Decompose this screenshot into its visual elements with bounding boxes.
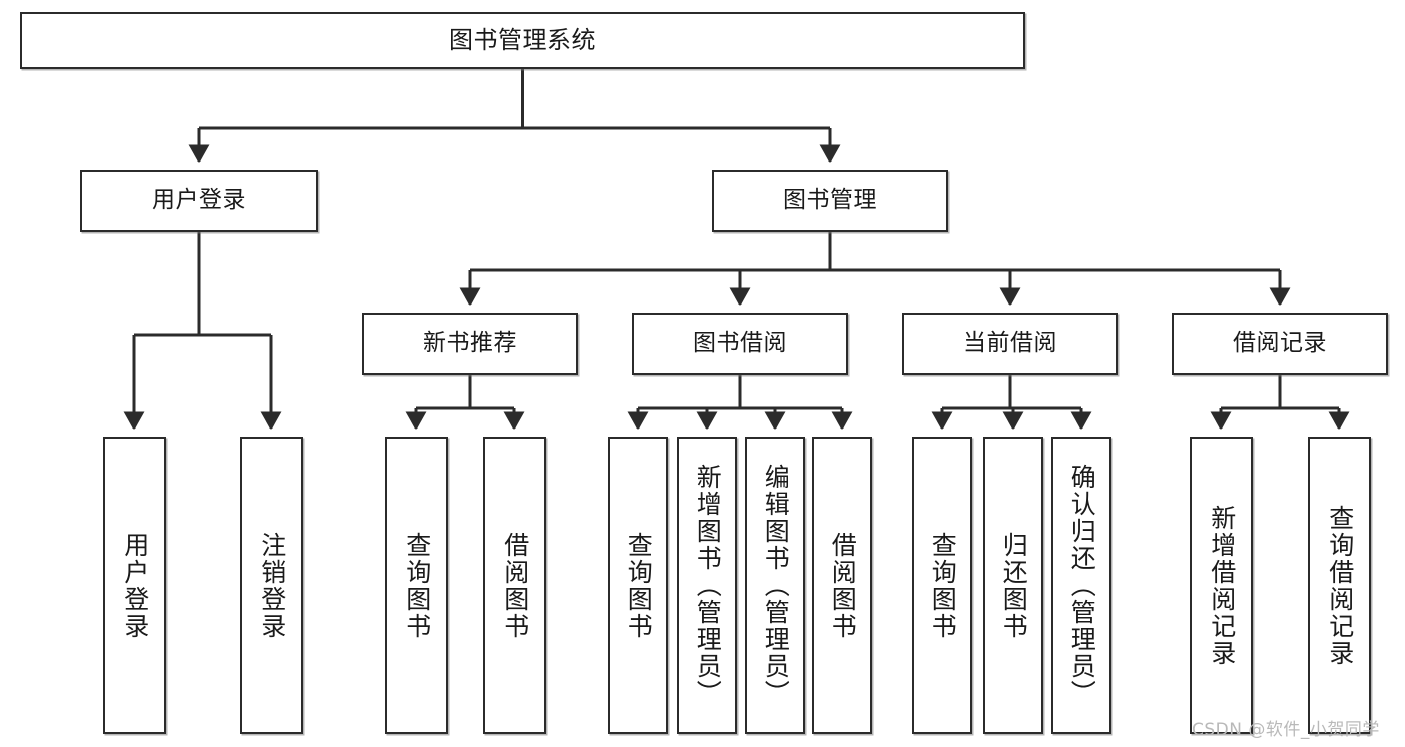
node-user-login[interactable]: 用户登录: [80, 170, 318, 232]
node-leaf-query-book-3[interactable]: 查询图书: [912, 437, 972, 734]
node-leaf-borrow-book-2[interactable]: 借阅图书: [812, 437, 872, 734]
node-borrow-record-label: 借阅记录: [1233, 330, 1327, 357]
node-leaf-borrow-book-1-label: 借阅图书: [500, 531, 530, 640]
node-leaf-logout[interactable]: 注销登录: [240, 437, 303, 734]
node-leaf-query-record-label: 查询借阅记录: [1325, 504, 1355, 667]
node-leaf-query-book-3-label: 查询图书: [928, 531, 958, 640]
node-leaf-query-book-1-label: 查询图书: [402, 531, 432, 640]
node-book-manage-label: 图书管理: [783, 187, 877, 214]
node-leaf-confirm-return[interactable]: 确认归还（管理员）: [1051, 437, 1111, 734]
node-leaf-borrow-book-1[interactable]: 借阅图书: [483, 437, 546, 734]
node-leaf-borrow-book-2-label: 借阅图书: [828, 531, 858, 640]
node-borrow-record[interactable]: 借阅记录: [1172, 313, 1388, 375]
node-leaf-logout-label: 注销登录: [257, 531, 287, 640]
node-leaf-add-record-label: 新增借阅记录: [1207, 504, 1237, 667]
node-root-label: 图书管理系统: [449, 26, 596, 55]
node-root[interactable]: 图书管理系统: [20, 12, 1025, 69]
node-book-borrow-label: 图书借阅: [693, 330, 787, 357]
node-leaf-add-book-label: 新增图书（管理员）: [693, 464, 723, 707]
node-leaf-query-book-2[interactable]: 查询图书: [608, 437, 668, 734]
node-leaf-return-book[interactable]: 归还图书: [983, 437, 1043, 734]
node-leaf-add-record[interactable]: 新增借阅记录: [1190, 437, 1253, 734]
node-leaf-return-book-label: 归还图书: [999, 531, 1029, 640]
node-leaf-add-book[interactable]: 新增图书（管理员）: [677, 437, 737, 734]
node-leaf-query-book-1[interactable]: 查询图书: [385, 437, 448, 734]
node-leaf-confirm-return-label: 确认归还（管理员）: [1067, 464, 1097, 707]
node-new-book-rec[interactable]: 新书推荐: [362, 313, 578, 375]
node-book-manage[interactable]: 图书管理: [712, 170, 948, 232]
node-book-borrow[interactable]: 图书借阅: [632, 313, 848, 375]
node-leaf-query-book-2-label: 查询图书: [624, 531, 654, 640]
node-current-borrow[interactable]: 当前借阅: [902, 313, 1118, 375]
node-current-borrow-label: 当前借阅: [963, 330, 1057, 357]
node-leaf-user-login[interactable]: 用户登录: [103, 437, 166, 734]
node-leaf-user-login-label: 用户登录: [120, 531, 150, 640]
node-new-book-rec-label: 新书推荐: [423, 330, 517, 357]
node-leaf-edit-book[interactable]: 编辑图书（管理员）: [745, 437, 805, 734]
node-leaf-query-record[interactable]: 查询借阅记录: [1308, 437, 1371, 734]
node-user-login-label: 用户登录: [152, 187, 246, 214]
node-leaf-edit-book-label: 编辑图书（管理员）: [761, 464, 791, 707]
